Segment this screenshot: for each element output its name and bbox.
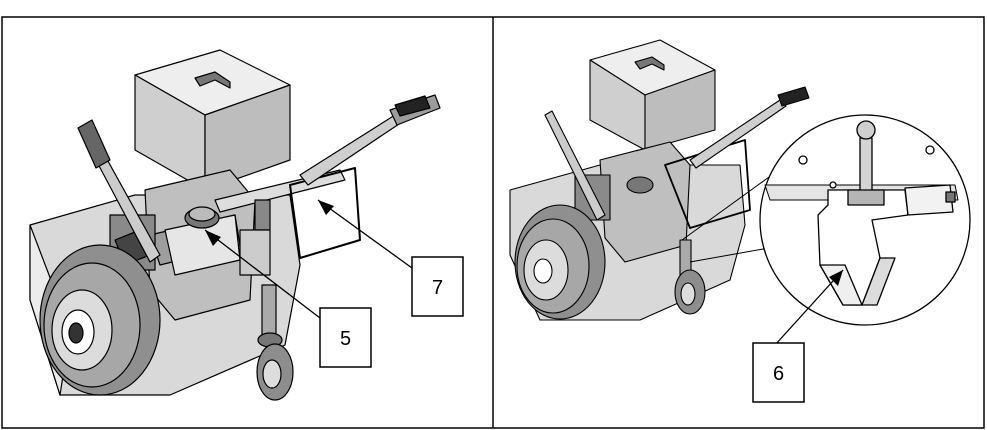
arrowhead-5	[205, 230, 221, 246]
handle-frame	[214, 94, 441, 276]
arrowhead-6	[829, 270, 843, 286]
callout-number-6: 6	[773, 363, 784, 385]
figure-frame	[1, 16, 985, 429]
callout-number-7: 7	[432, 277, 443, 299]
toolbox-handle	[194, 71, 231, 89]
callout-7: 7	[411, 256, 464, 317]
callout-5: 5	[319, 307, 372, 368]
control-lever	[77, 119, 161, 263]
left-machine-illustration	[29, 49, 441, 401]
callout-number-5: 5	[340, 328, 351, 350]
drive-wheel-small	[514, 204, 606, 320]
magnified-detail	[759, 114, 971, 326]
left-leader-arrows	[205, 200, 334, 246]
leader-line-5	[204, 229, 321, 319]
handle-grip	[394, 95, 431, 117]
toolbox-small	[589, 39, 716, 151]
arrowhead-7	[318, 200, 334, 215]
latch-knob	[856, 120, 876, 140]
latch-pin	[859, 137, 873, 194]
leader-line-6	[774, 269, 844, 346]
caster-wheel	[256, 284, 294, 401]
drive-wheel	[39, 244, 161, 396]
right-leader-lines	[774, 269, 844, 346]
right-machine-illustration	[509, 39, 810, 321]
left-leader-lines	[204, 199, 413, 319]
leader-line-7	[317, 199, 413, 269]
callout-6: 6	[752, 342, 805, 403]
toolbox	[134, 49, 291, 191]
handle-grip-small	[777, 86, 810, 107]
